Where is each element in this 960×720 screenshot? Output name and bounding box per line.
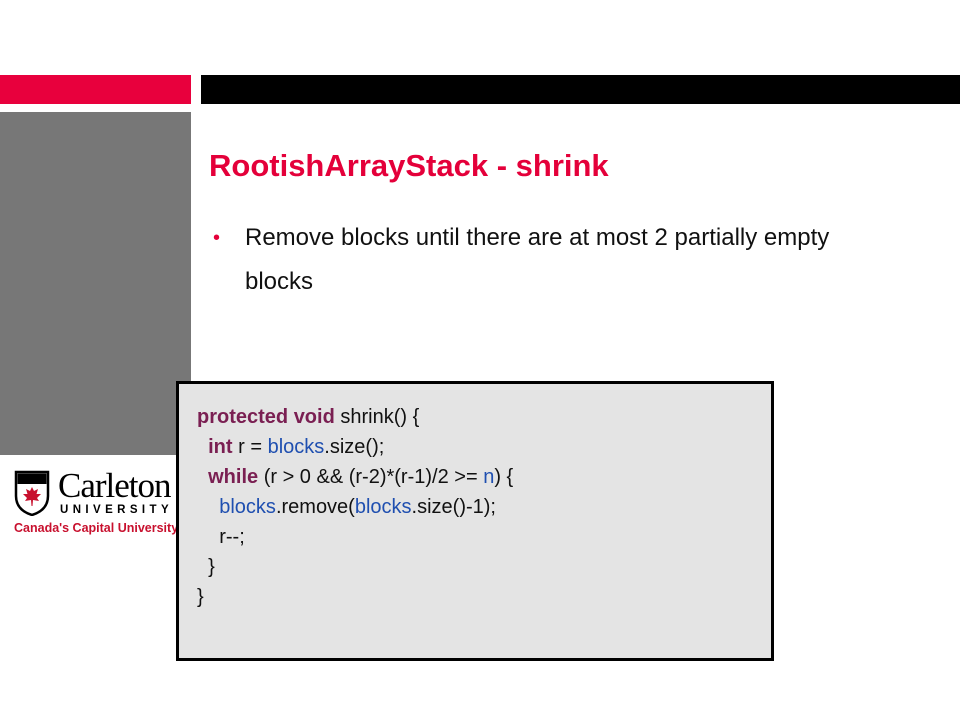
code-text-segment: (r > 0 && (r-2)*(r-1)/2 >= — [258, 466, 484, 488]
code-text-segment: .remove( — [275, 496, 355, 518]
code-line-5: r--; — [197, 526, 245, 548]
code-variable: n — [483, 466, 495, 488]
logo-subtitle: UNIVERSITY — [60, 504, 174, 516]
slide-title: RootishArrayStack - shrink — [209, 148, 609, 183]
header-red-bar — [0, 75, 191, 104]
code-line-7: } — [197, 586, 204, 608]
code-text: protected void shrink() { int r = blocks… — [197, 402, 513, 612]
code-keyword: void — [293, 406, 335, 428]
side-gray-panel — [0, 112, 191, 455]
code-variable: blocks — [267, 436, 325, 458]
code-keyword: protected — [197, 406, 289, 428]
code-variable: blocks — [354, 496, 412, 518]
code-indent — [197, 496, 219, 518]
code-line-4: blocks.remove(blocks.size()-1); — [197, 492, 513, 522]
code-keyword: int — [208, 436, 233, 458]
code-text-segment: shrink() { — [334, 406, 420, 428]
code-indent — [197, 466, 208, 488]
carleton-logo: Carleton UNIVERSITY Canada's Capital Uni… — [14, 466, 184, 546]
code-text-segment: ) { — [494, 466, 514, 488]
code-text-segment: .size(); — [324, 436, 385, 458]
code-text-segment: .size()-1); — [411, 496, 496, 518]
code-indent — [197, 436, 208, 458]
header-black-bar — [201, 75, 960, 104]
code-line-6: } — [197, 556, 215, 578]
bullet-item: • Remove blocks until there are at most … — [213, 216, 893, 304]
code-keyword: while — [208, 466, 259, 488]
code-block: protected void shrink() { int r = blocks… — [176, 381, 774, 661]
code-line-3: while (r > 0 && (r-2)*(r-1)/2 >= n) { — [197, 462, 513, 492]
code-variable: blocks — [219, 496, 276, 518]
bullet-marker: • — [213, 227, 221, 249]
code-line-2: int r = blocks.size(); — [197, 432, 513, 462]
code-line-1: protected void shrink() { — [197, 402, 513, 432]
bullet-text: Remove blocks until there are at most 2 … — [245, 224, 830, 295]
code-text-segment: r = — [232, 436, 268, 458]
logo-tagline: Canada's Capital University — [14, 521, 179, 535]
crest-icon — [14, 470, 50, 516]
logo-name: Carleton — [58, 466, 172, 505]
